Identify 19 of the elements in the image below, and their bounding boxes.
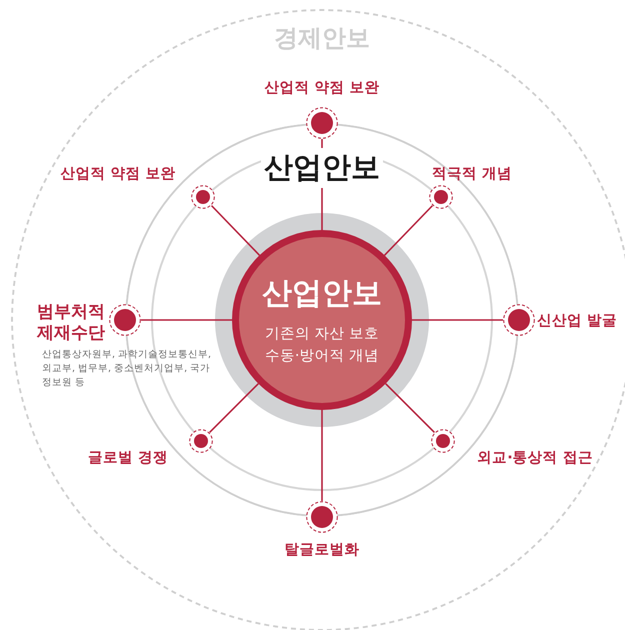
connector-line — [321, 410, 323, 501]
connector-line — [141, 319, 232, 321]
connector-line — [384, 205, 434, 256]
node-label: 산업적 약점 보완 — [264, 79, 380, 97]
node-label: 외교·통상적 접근 — [477, 449, 593, 467]
connector-line — [385, 383, 435, 433]
node-label: 적극적 개념 — [432, 165, 512, 183]
node-label: 글로벌 경쟁 — [88, 449, 168, 467]
note-text: 산업통상자원부, 과학기술정보통신부, 외교부, 법무부, 중소벤처기업부, 국가정보원 등 — [42, 348, 212, 390]
connector-line — [210, 205, 260, 256]
node-label: 신산업 발굴 — [537, 312, 618, 330]
center-title: 산업안보 — [262, 274, 382, 313]
connector-line — [209, 383, 259, 433]
node-label: 산업적 약점 보완 — [60, 165, 176, 183]
ring-title: 산업안보 — [261, 148, 383, 188]
connector-line — [412, 319, 503, 321]
node-label: 범부처적 제재수단 — [36, 302, 105, 344]
node-label: 탈글로벌화 — [284, 541, 360, 559]
center-text: 기존의 자산 보호 수동·방어적 개념 — [264, 324, 380, 366]
